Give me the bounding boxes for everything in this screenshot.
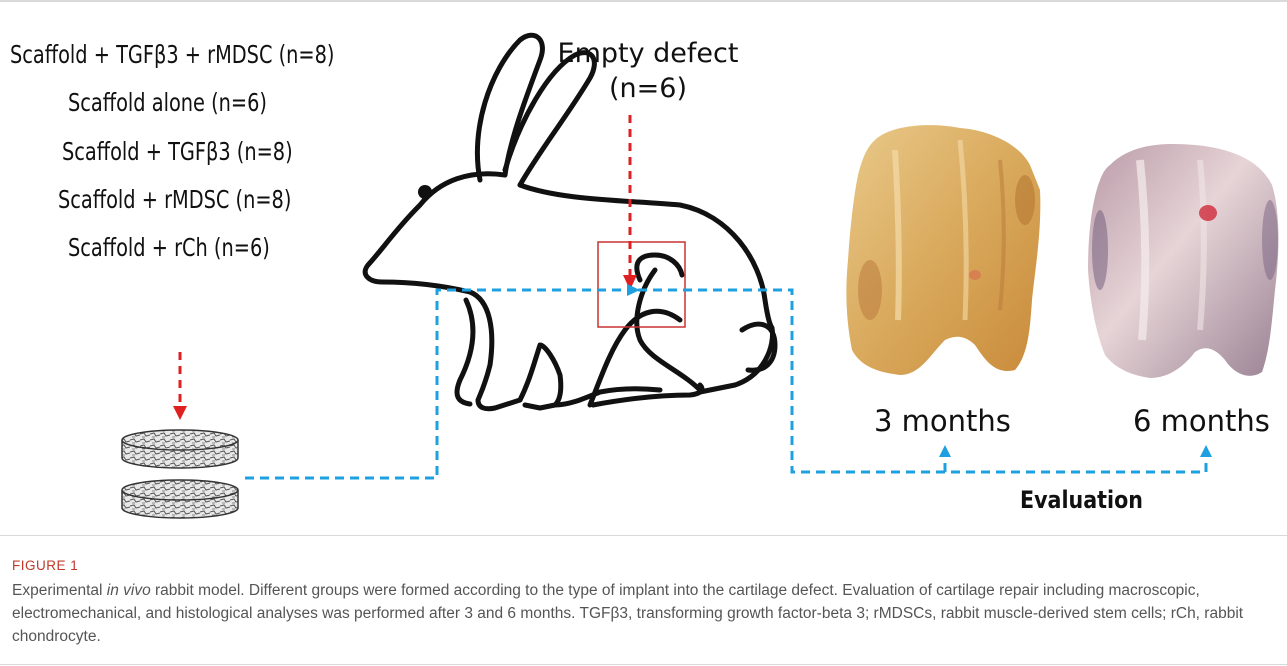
scaffold-disc-top bbox=[122, 430, 238, 468]
scaffold-disc-bottom bbox=[122, 480, 238, 518]
flow-arrowhead-3-months bbox=[939, 445, 951, 457]
cartilage-photo-6-months bbox=[1088, 144, 1278, 378]
groups-to-scaffold-arrow bbox=[173, 352, 187, 420]
evaluation-label: Evaluation bbox=[1020, 486, 1143, 514]
diagram-graphic bbox=[0, 0, 1287, 540]
caption-heading: FIGURE 1 bbox=[12, 554, 1274, 577]
rabbit-eye bbox=[418, 185, 432, 199]
caption-divider bbox=[0, 535, 1287, 536]
caption-text-part1: Experimental bbox=[12, 582, 107, 599]
rabbit-icon bbox=[365, 35, 775, 409]
timepoint-6-months: 6 months bbox=[1133, 404, 1270, 438]
bottom-divider bbox=[0, 664, 1287, 665]
caption-text: Experimental in vivo rabbit model. Diffe… bbox=[12, 579, 1274, 648]
caption-text-part2: rabbit model. Different groups were form… bbox=[12, 582, 1243, 645]
process-flow-line bbox=[245, 290, 1206, 478]
caption-text-italic: in vivo bbox=[107, 582, 151, 599]
figure-caption: FIGURE 1 Experimental in vivo rabbit mod… bbox=[12, 554, 1274, 648]
flow-arrowhead-6-months bbox=[1200, 445, 1212, 457]
timepoint-3-months: 3 months bbox=[874, 404, 1011, 438]
flow-arrowhead-defect bbox=[627, 284, 640, 296]
cartilage-photo-3-months bbox=[846, 125, 1040, 375]
